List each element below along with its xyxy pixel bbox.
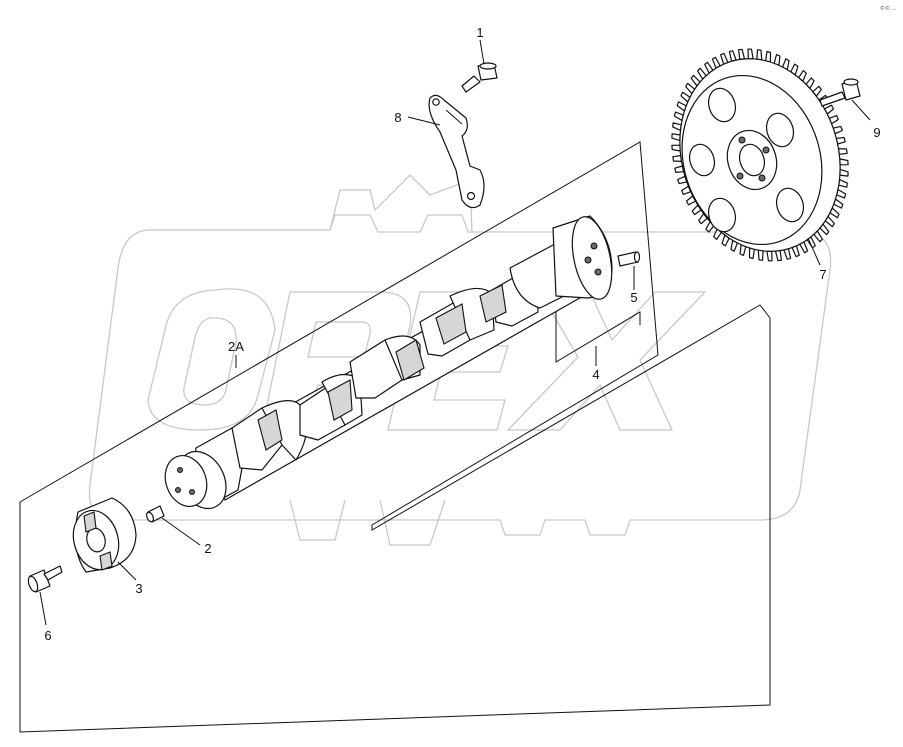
leader-lines xyxy=(39,39,871,626)
dowel-pin-2 xyxy=(145,505,165,523)
gear-tooth xyxy=(672,122,682,131)
gear-tooth xyxy=(757,249,764,261)
callout-8: 8 xyxy=(394,110,401,125)
gear-tooth xyxy=(671,133,681,142)
gear-tooth xyxy=(839,158,849,166)
callout-7: 7 xyxy=(819,267,826,282)
callout-6: 6 xyxy=(44,628,51,643)
camshaft-gear-7 xyxy=(671,48,849,262)
callout-2a: 2A xyxy=(228,339,244,354)
gear-tooth xyxy=(728,50,737,62)
gear-tooth xyxy=(756,49,763,61)
dowel-pin-5 xyxy=(617,251,641,267)
thrust-plate xyxy=(164,455,208,507)
callout-3: 3 xyxy=(135,581,142,596)
bolt-9 xyxy=(819,78,861,107)
callout-9: 9 xyxy=(873,125,880,140)
callout-5: 5 xyxy=(630,290,637,305)
gear-tooth xyxy=(774,250,783,262)
gear-tooth xyxy=(671,144,681,152)
corner-mark: ©© ... xyxy=(880,5,897,12)
gear-tooth xyxy=(783,248,792,260)
bolt-1 xyxy=(461,62,498,93)
callout-2: 2 xyxy=(204,541,211,556)
callout-4: 4 xyxy=(592,367,599,382)
assembly-frame xyxy=(19,141,771,733)
bracket-8 xyxy=(428,94,485,209)
callout-1: 1 xyxy=(476,25,483,40)
gear-tooth xyxy=(838,179,848,188)
camshaft xyxy=(177,215,613,510)
gear-tooth xyxy=(747,48,754,60)
gear-tooth xyxy=(839,168,849,177)
gear-tooth xyxy=(766,250,773,262)
callout-labels: 1 2 2A 3 4 5 6 7 8 9 xyxy=(44,25,880,643)
gear-tooth xyxy=(737,48,746,61)
spacer-3 xyxy=(72,497,137,573)
bolt-6 xyxy=(27,565,63,593)
